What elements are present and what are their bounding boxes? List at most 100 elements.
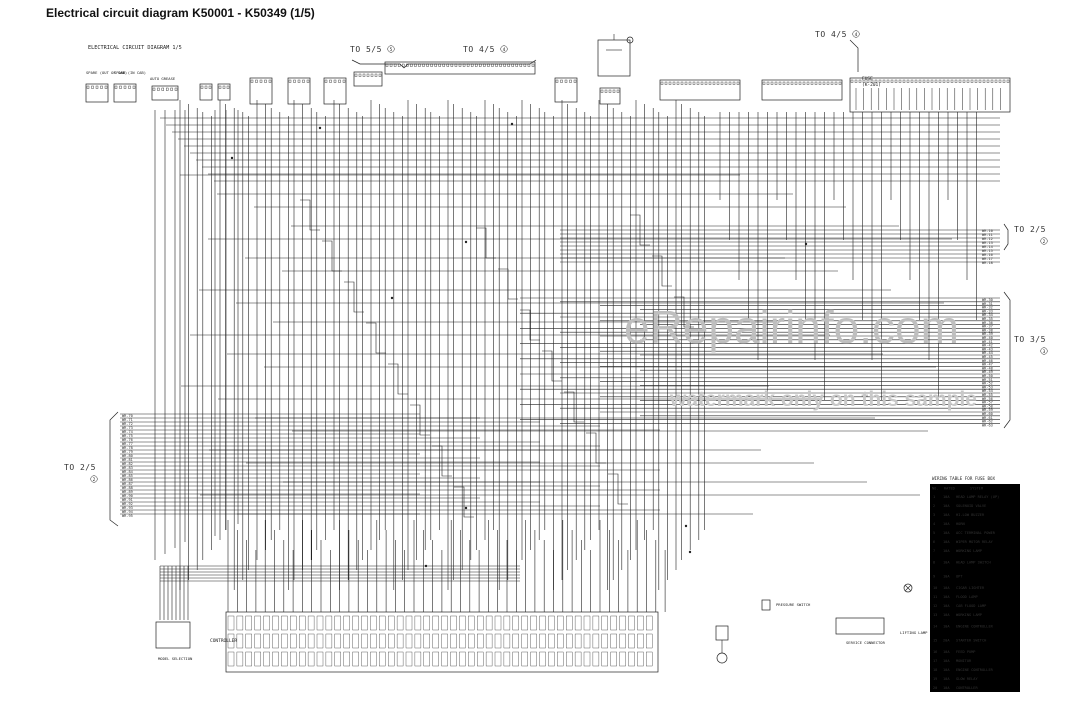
- controller-pin: [307, 651, 315, 667]
- wire-tag: WR-59: [982, 408, 993, 412]
- brace: [849, 39, 859, 72]
- connector-pin: [573, 79, 577, 83]
- table-row: [930, 555, 1020, 569]
- connector-pin: [430, 63, 433, 67]
- wire-tag: WR-50: [982, 374, 993, 378]
- controller-pin: [343, 615, 350, 631]
- table-cell-no: 8: [933, 561, 935, 565]
- controller-pin: [432, 651, 439, 667]
- controller-pin: [646, 615, 653, 631]
- controller-pin: [227, 651, 235, 667]
- connector-pin: [511, 63, 514, 67]
- connector-pin: [724, 81, 728, 85]
- table-header-row: [930, 484, 1020, 492]
- controller-pin: [299, 615, 306, 631]
- controller-pin: [352, 633, 359, 649]
- connector-pin: [362, 73, 366, 77]
- connector-pin: [466, 63, 470, 67]
- connector-pin: [982, 79, 986, 83]
- ref-number: 5: [390, 47, 393, 53]
- ref-number: 4: [503, 47, 506, 53]
- connector-pin: [222, 85, 226, 89]
- controller-pin: [370, 633, 377, 649]
- controller-pin: [610, 651, 617, 667]
- pressure-switch: [761, 599, 771, 611]
- wire-tag: WR-16: [982, 253, 993, 257]
- wire-tag: WR-57: [982, 401, 993, 405]
- table-row: [930, 492, 1020, 501]
- wire-tag: WR-93: [122, 506, 133, 510]
- top-connector: [849, 77, 1011, 113]
- controller-pin: [379, 651, 386, 667]
- connector-pin: [414, 63, 417, 67]
- controller-pin: [450, 615, 457, 631]
- wire-tag: WR-78: [122, 446, 133, 450]
- controller-pin: [361, 633, 368, 649]
- connector-pin: [978, 79, 982, 83]
- connector-pin: [782, 81, 786, 85]
- table-row: [930, 601, 1020, 610]
- connector-pin: [297, 79, 301, 83]
- lamp-symbol: [903, 583, 913, 593]
- table-cell-system: ENGINE CONTROLLER: [956, 668, 994, 672]
- connector-pin: [454, 63, 458, 67]
- pressure-switch-label: PRESSURE SWITCH: [776, 602, 811, 607]
- connector-pin: [422, 63, 425, 67]
- connector-pin: [389, 63, 393, 67]
- connector-pin: [434, 63, 437, 67]
- table-cell-rated: 10A: [943, 659, 950, 663]
- controller-pin: [521, 651, 528, 667]
- top-connector: [113, 83, 137, 103]
- controller-pin: [245, 651, 252, 667]
- connector-pin: [910, 79, 914, 83]
- table-row: [930, 610, 1020, 619]
- connector-pin: [450, 63, 454, 67]
- controller-pin: [619, 651, 626, 667]
- connector-pin: [970, 79, 974, 83]
- controller-pin: [263, 633, 270, 649]
- connector-pin: [128, 85, 131, 89]
- table-cell-rated: 10A: [943, 595, 950, 599]
- wire-tag: WR-53: [982, 385, 993, 389]
- connector-pin: [930, 79, 934, 83]
- connector-pin: [830, 81, 834, 85]
- controller-pin: [637, 615, 644, 631]
- connector-pin: [442, 63, 445, 67]
- wire-tag: WR-92: [122, 502, 133, 506]
- connector-pin: [499, 63, 502, 67]
- controller-pin: [592, 615, 600, 631]
- table-cell-system: FEED PUMP: [956, 650, 975, 654]
- table-cell-rated: 10A: [943, 668, 950, 672]
- connector-pin: [866, 79, 870, 83]
- sheet-label: ELECTRICAL CIRCUIT DIAGRAM 1/5: [88, 45, 182, 51]
- connector-pin: [838, 81, 842, 85]
- wire-tag: WR-45: [982, 355, 993, 359]
- controller-pin: [637, 651, 644, 667]
- wire-tag: WR-76: [122, 438, 133, 442]
- wire-tag: WR-49: [982, 370, 993, 374]
- controller-pin: [583, 615, 591, 631]
- connector-pin: [870, 79, 874, 83]
- connector-pin: [165, 87, 169, 91]
- connector-pin: [608, 89, 612, 93]
- wire: [520, 309, 540, 341]
- controller-pin: [574, 651, 582, 667]
- top-connector: [761, 79, 843, 101]
- connector-pin: [934, 79, 938, 83]
- connector-pin: [268, 79, 272, 83]
- controller-pin: [379, 615, 386, 631]
- table-row: [930, 656, 1020, 665]
- top-connector: [659, 79, 741, 101]
- wire: [674, 296, 694, 328]
- lifting-lamp-label: LIFTING LAMP: [900, 630, 928, 635]
- controller-pin: [281, 633, 288, 649]
- wire-tag: WR-13: [982, 241, 993, 245]
- connector-pin: [700, 81, 704, 85]
- controller-pin: [566, 633, 573, 649]
- fuse-id-label: (K-201): [862, 82, 881, 88]
- watermark-sub: watermark only on this sample: [669, 388, 977, 411]
- controller-label: CONTROLLER: [210, 638, 237, 644]
- connector-pin: [462, 63, 466, 67]
- table-cell-no: 5: [933, 531, 935, 535]
- controller-pin: [281, 651, 288, 667]
